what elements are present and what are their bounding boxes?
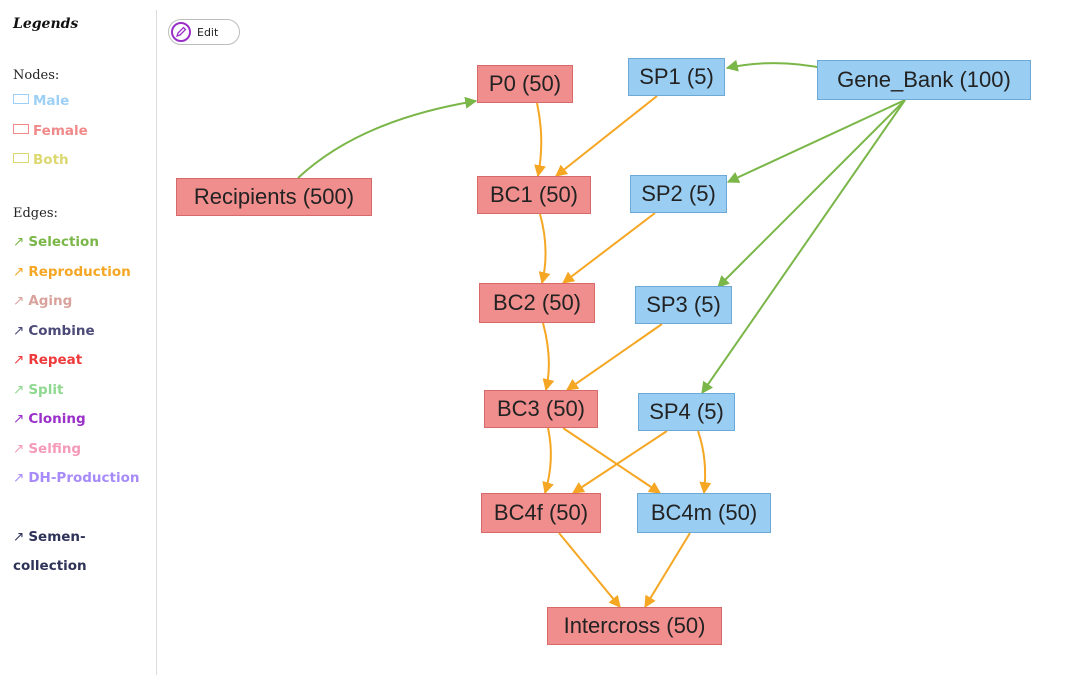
legend-edge-label: Selfing bbox=[28, 441, 82, 457]
graph-node-sp2[interactable]: SP2 (5) bbox=[630, 175, 727, 213]
legend-edge-semen-collection: ↗Semen-collection bbox=[13, 523, 153, 581]
legend-edge-label: Semen-collection bbox=[13, 529, 87, 574]
graph-node-bc1[interactable]: BC1 (50) bbox=[477, 176, 591, 214]
legend-edge-split: ↗Split bbox=[13, 376, 63, 405]
legend-edge-selfing: ↗Selfing bbox=[13, 435, 81, 464]
arrow-icon: ↗ bbox=[13, 323, 25, 339]
legend-edge-cloning: ↗Cloning bbox=[13, 405, 86, 434]
legend-edge-aging: ↗Aging bbox=[13, 287, 72, 316]
arrow-icon: ↗ bbox=[13, 441, 25, 457]
male-box-icon bbox=[13, 94, 29, 104]
arrow-icon: ↗ bbox=[13, 264, 25, 280]
arrow-icon: ↗ bbox=[13, 293, 25, 309]
legend-node-female: Female bbox=[13, 117, 88, 146]
legend-node-male: Male bbox=[13, 87, 69, 116]
graph-node-bc2[interactable]: BC2 (50) bbox=[479, 283, 595, 323]
both-box-icon bbox=[13, 153, 29, 163]
legend-node-both: Both bbox=[13, 146, 69, 175]
legend-edge-label: DH-Production bbox=[28, 470, 140, 486]
graph-node-rec[interactable]: Recipients (500) bbox=[176, 178, 372, 216]
legend-edge-label: Combine bbox=[28, 323, 95, 339]
legend-nodes-heading: Nodes: bbox=[13, 68, 60, 83]
arrow-icon: ↗ bbox=[13, 529, 25, 545]
arrow-icon: ↗ bbox=[13, 411, 25, 427]
graph-node-bc4m[interactable]: BC4m (50) bbox=[637, 493, 771, 533]
legend-panel: Legends Nodes: Male Female Both Edges: ↗… bbox=[8, 10, 157, 675]
graph-node-sp4[interactable]: SP4 (5) bbox=[638, 393, 735, 431]
edit-button[interactable]: Edit bbox=[168, 19, 240, 45]
legend-edge-label: Selection bbox=[28, 234, 99, 250]
legend-edge-label: Aging bbox=[28, 293, 73, 309]
graph-node-gb[interactable]: Gene_Bank (100) bbox=[817, 60, 1031, 100]
legend-edge-combine: ↗Combine bbox=[13, 317, 95, 346]
legend-node-label: Both bbox=[33, 152, 69, 168]
legend-edge-repeat: ↗Repeat bbox=[13, 346, 82, 375]
legend-edge-selection: ↗Selection bbox=[13, 228, 99, 257]
legend-edge-reproduction: ↗Reproduction bbox=[13, 258, 131, 287]
canvas-area bbox=[8, 10, 1089, 675]
legend-edge-label: Reproduction bbox=[28, 264, 131, 280]
legend-node-label: Female bbox=[33, 123, 88, 139]
legend-edges-heading: Edges: bbox=[13, 206, 58, 221]
legend-edge-dh-production: ↗DH-Production bbox=[13, 464, 153, 493]
legend-edge-label: Split bbox=[28, 382, 64, 398]
legend-title: Legends bbox=[13, 16, 79, 32]
arrow-icon: ↗ bbox=[13, 234, 25, 250]
arrow-icon: ↗ bbox=[13, 382, 25, 398]
graph-node-bc3[interactable]: BC3 (50) bbox=[484, 390, 598, 428]
legend-edge-label: Repeat bbox=[28, 352, 83, 368]
edit-button-label: Edit bbox=[197, 25, 219, 39]
arrow-icon: ↗ bbox=[13, 470, 25, 486]
legend-edge-label: Cloning bbox=[28, 411, 86, 427]
female-box-icon bbox=[13, 124, 29, 134]
graph-node-bc4f[interactable]: BC4f (50) bbox=[481, 493, 601, 533]
graph-node-sp1[interactable]: SP1 (5) bbox=[628, 58, 725, 96]
arrow-icon: ↗ bbox=[13, 352, 25, 368]
pencil-icon bbox=[171, 22, 191, 42]
legend-node-label: Male bbox=[33, 93, 70, 109]
graph-node-sp3[interactable]: SP3 (5) bbox=[635, 286, 732, 324]
graph-node-p0[interactable]: P0 (50) bbox=[477, 65, 573, 103]
graph-node-ic[interactable]: Intercross (50) bbox=[547, 607, 722, 645]
